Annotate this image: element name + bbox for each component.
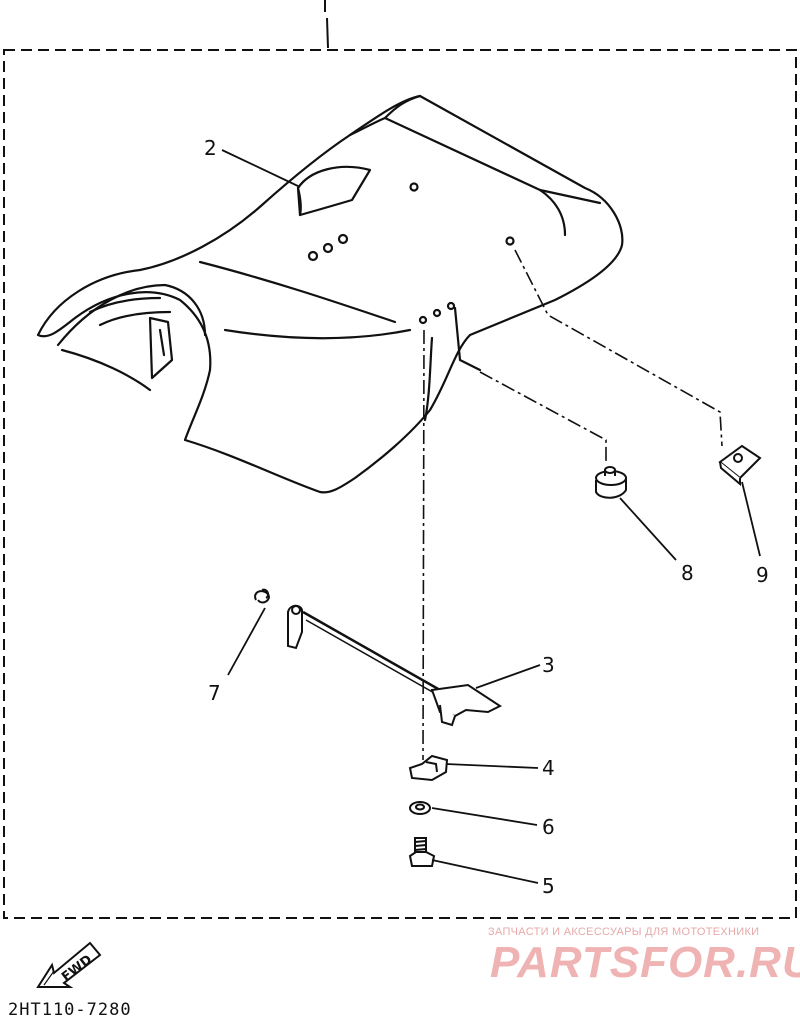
part-7-spring-clip — [254, 588, 270, 604]
callout-5: 5 — [542, 874, 555, 898]
part-4-bracket — [408, 754, 449, 782]
assembly-lines — [422, 249, 723, 761]
leader-lines — [221, 149, 761, 884]
callout-2: 2 — [204, 136, 217, 160]
seat — [36, 94, 624, 494]
callout-3: 3 — [542, 653, 555, 677]
part-3-lock-assembly — [287, 604, 503, 727]
dashed-frame — [3, 49, 797, 919]
callout-8: 8 — [681, 561, 694, 585]
forward-arrow-icon: FWD — [36, 941, 102, 988]
part-code: 2HT110-7280 — [8, 1000, 132, 1020]
watermark-tagline: ЗАПЧАСТИ И АКСЕССУАРЫ ДЛЯ МОТОТЕХНИКИ — [488, 926, 760, 938]
top-lead-line — [324, 0, 329, 49]
part-9-clip — [718, 444, 762, 487]
part-6-washer — [409, 801, 431, 815]
callout-7: 7 — [208, 681, 221, 705]
callout-4: 4 — [542, 756, 555, 780]
part-5-bolt — [408, 837, 436, 867]
callout-6: 6 — [542, 815, 555, 839]
callout-9: 9 — [756, 563, 769, 587]
watermark-brand: PARTSFOR.RU — [490, 938, 800, 987]
part-8-damper — [595, 466, 627, 499]
